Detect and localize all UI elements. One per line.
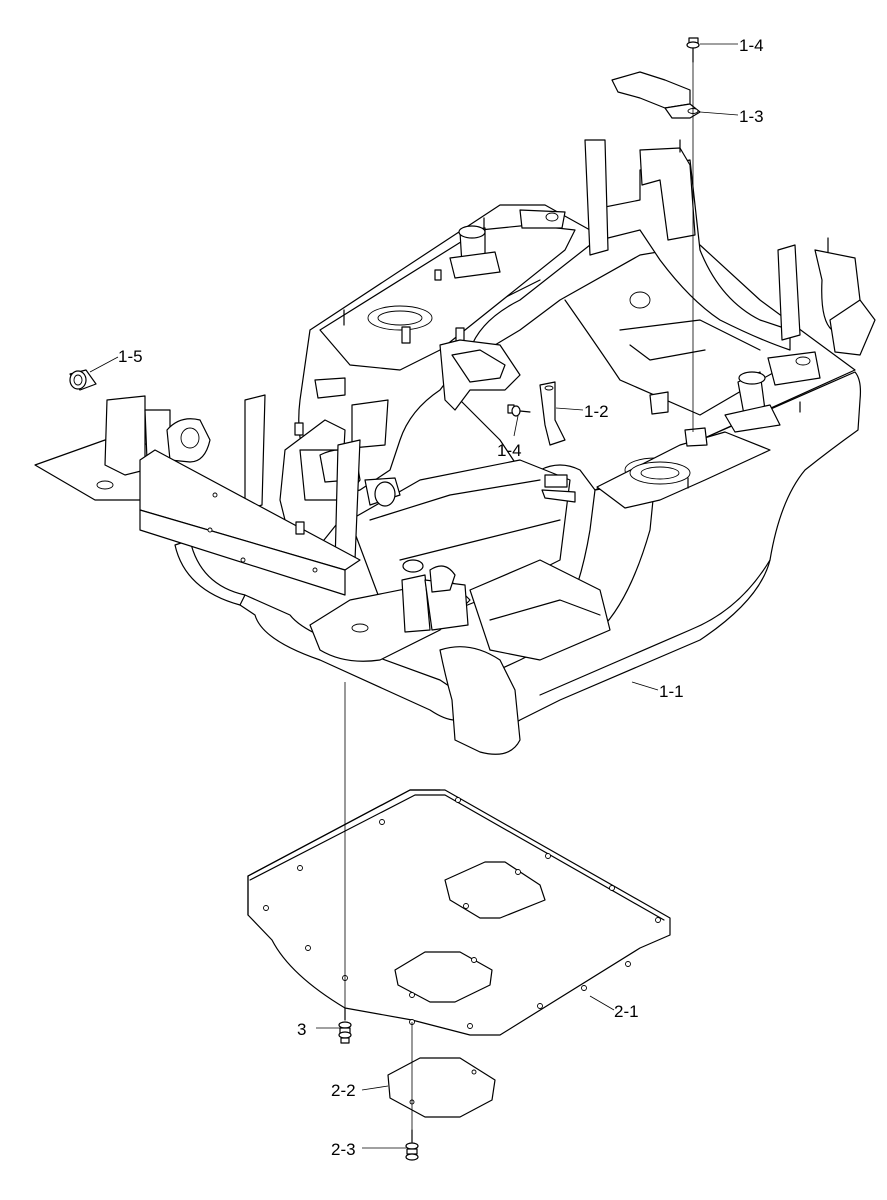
bolt-2-3: [405, 1129, 419, 1161]
label-1-3: 1-3: [739, 107, 764, 126]
bolt-3: [338, 1007, 352, 1044]
cover-plate-2-2: [387, 1057, 496, 1118]
bracket-1-3: [611, 71, 701, 119]
bushing-1-5: [69, 369, 97, 391]
bolt-1-4-mid: [507, 404, 531, 417]
under-cover-2-1: [247, 789, 671, 1036]
assembly-lines: [344, 62, 694, 1142]
label-2-3: 2-3: [331, 1140, 356, 1159]
label-1-4-mid: 1-4: [497, 441, 522, 460]
label-1-2: 1-2: [584, 402, 609, 421]
leader-lines: [89, 43, 739, 1149]
main-frame-1-1: [34, 139, 876, 755]
cover-screw-holes: [263, 797, 661, 1029]
bracket-1-2: [539, 381, 566, 446]
label-3: 3: [297, 1020, 306, 1039]
part-labels: 1-4 1-3 1-5 1-2 1-4 1-1 2-1 3 2-2 2-3: [118, 36, 764, 1159]
label-2-2: 2-2: [331, 1081, 356, 1100]
label-2-1: 2-1: [614, 1002, 639, 1021]
bolt-1-4-top: [686, 37, 700, 63]
label-1-1: 1-1: [659, 682, 684, 701]
label-1-5: 1-5: [118, 347, 143, 366]
label-1-4-top: 1-4: [739, 36, 764, 55]
